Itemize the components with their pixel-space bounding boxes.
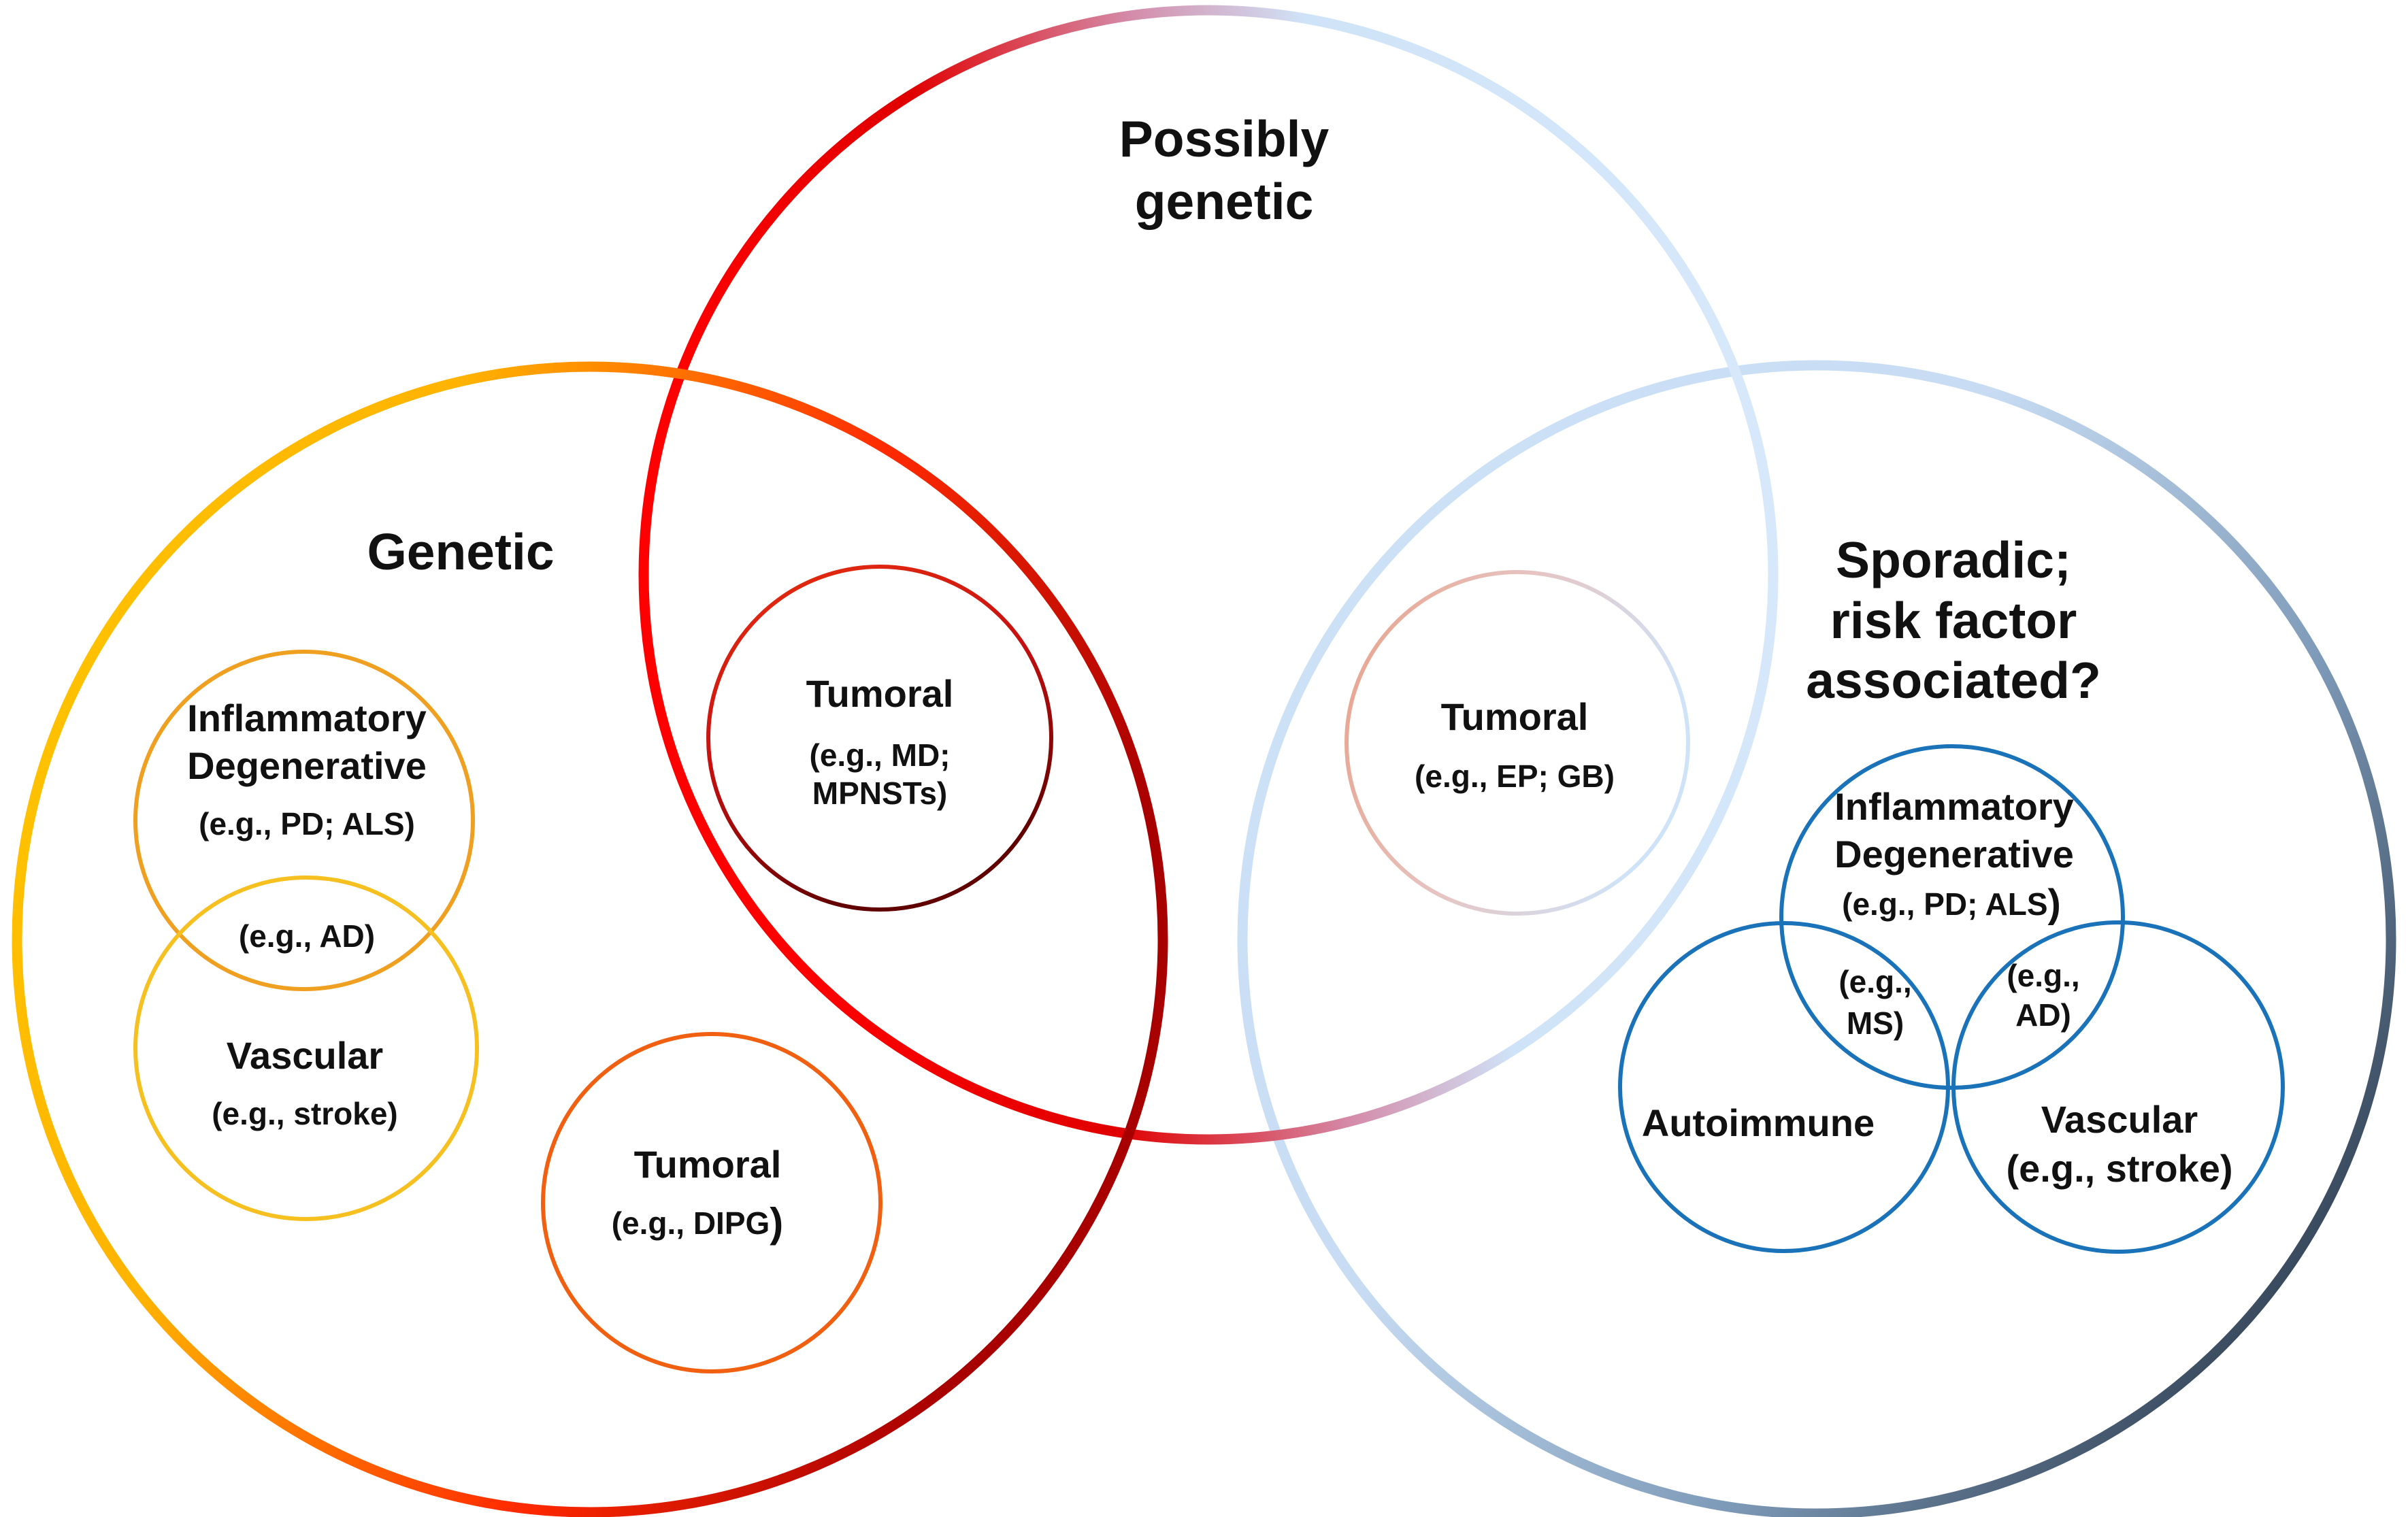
possibly-genetic-title-line1: Possibly — [1119, 110, 1330, 167]
overlap-tumoral-example-line1: (e.g., MD; — [810, 737, 951, 773]
genetic-tumoral-example-text: (e.g., DIPG — [612, 1205, 770, 1241]
genetic-vascular-example: (e.g., stroke) — [212, 1096, 398, 1131]
overlap-tumoral-label: Tumoral — [806, 672, 954, 715]
genetic-tumoral-example: (e.g., DIPG) — [612, 1200, 784, 1246]
sporadic-ms-example-line2: MS) — [1847, 1005, 1904, 1041]
genetic-tumoral-label: Tumoral — [634, 1143, 782, 1186]
sporadic-title-line2: risk factor — [1830, 592, 2077, 649]
sporadic-inflammatory-example-text: (e.g., PD; ALS — [1842, 886, 2047, 922]
sporadic-ad-example-line1: (e.g., — [2007, 958, 2079, 993]
genetic-inflammatory-label-line2: Degenerative — [187, 744, 427, 787]
possibly-genetic-circle — [638, 5, 1779, 1145]
genetic-circle — [12, 361, 1168, 1517]
genetic-inflammatory-circle — [133, 650, 475, 991]
possibly-sporadic-tumoral-circle — [1345, 570, 1690, 916]
sporadic-ms-example-line1: (e.g., — [1838, 964, 1911, 999]
sporadic-inflammatory-label-line2: Degenerative — [1834, 833, 2074, 876]
genetic-vascular-label: Vascular — [227, 1034, 383, 1077]
sporadic-ad-example-line2: AD) — [2015, 997, 2071, 1033]
possibly-sporadic-tumoral-example: (e.g., EP; GB) — [1415, 759, 1615, 794]
genetic-possibly-tumoral-circle — [706, 565, 1053, 912]
genetic-tumoral-example-paren: ) — [770, 1200, 783, 1246]
genetic-inflammatory-example: (e.g., PD; ALS) — [199, 806, 415, 841]
sporadic-vascular-example: (e.g., stroke) — [2007, 1147, 2233, 1190]
sporadic-inflammatory-example-paren: ) — [2048, 882, 2061, 926]
genetic-inflammatory-label-line1: Inflammatory — [187, 697, 427, 739]
possibly-genetic-title-line2: genetic — [1135, 173, 1314, 230]
genetic-vascular-circle — [133, 876, 479, 1221]
overlap-tumoral-example-line2: MPNSTs) — [812, 776, 948, 811]
sporadic-autoimmune-circle — [1618, 921, 1950, 1253]
sporadic-inflammatory-label-line1: Inflammatory — [1834, 785, 2074, 828]
genetic-title: Genetic — [367, 523, 554, 580]
sporadic-inflammatory-example: (e.g., PD; ALS) — [1842, 882, 2061, 926]
sporadic-title-line1: Sporadic; — [1836, 531, 2071, 588]
sporadic-vascular-label: Vascular — [2041, 1098, 2198, 1141]
sporadic-vascular-circle — [1951, 920, 2285, 1254]
sporadic-autoimmune-label: Autoimmune — [1642, 1101, 1875, 1144]
sporadic-circle — [1237, 360, 2396, 1517]
genetic-overlap-example: (e.g., AD) — [239, 918, 375, 954]
sporadic-title-line3: associated? — [1806, 652, 2101, 709]
possibly-sporadic-tumoral-label: Tumoral — [1441, 695, 1589, 738]
genetic-tumoral-circle — [541, 1032, 883, 1373]
